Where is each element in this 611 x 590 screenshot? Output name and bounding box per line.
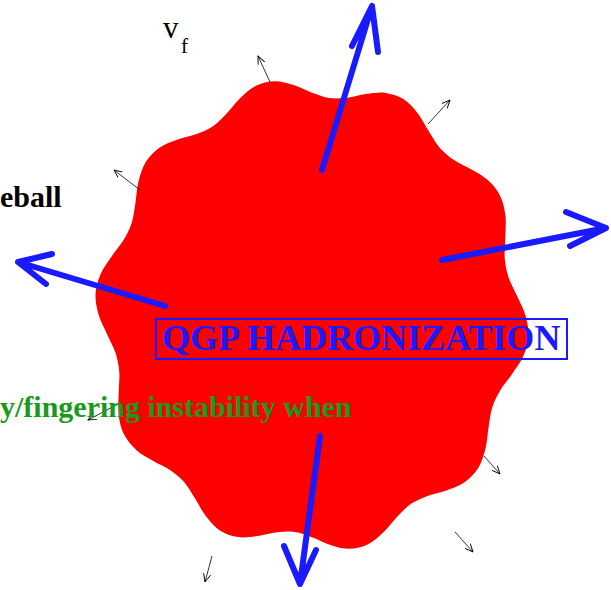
flow-arrow [205, 556, 212, 582]
box-title: QGP HADRONIZATION [162, 320, 561, 358]
flow-arrow [484, 456, 500, 474]
fireball-label: eball [0, 180, 62, 214]
flow-arrow [428, 100, 450, 124]
instability-note: y/fingering instability when [0, 390, 352, 424]
emission-arrows [18, 6, 606, 584]
emission-arrow [284, 436, 320, 584]
velocity-subscript: f [181, 34, 188, 59]
velocity-symbol: v [163, 10, 179, 46]
emission-arrow [442, 212, 606, 260]
process-box: QGP HADRONIZATION [155, 318, 568, 360]
emission-arrow [18, 254, 165, 306]
flow-arrow [455, 532, 473, 552]
flow-arrow [114, 170, 140, 190]
flow-arrow [258, 56, 270, 82]
emission-arrow [322, 6, 378, 170]
